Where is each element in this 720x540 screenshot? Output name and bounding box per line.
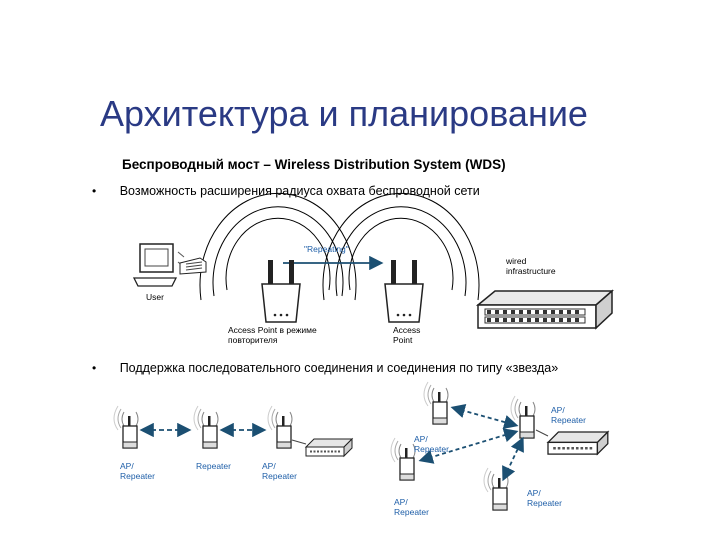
user-label: User bbox=[146, 292, 164, 302]
access-point-icon bbox=[384, 260, 424, 323]
star-link-arrow bbox=[450, 403, 519, 430]
bullet-dot-icon: • bbox=[92, 361, 97, 375]
wired-infrastructure-label: wired infrastructure bbox=[506, 256, 556, 276]
computer-icon bbox=[132, 243, 207, 287]
bullet-item-2: • Поддержка последовательного соединения… bbox=[92, 361, 558, 375]
chain-label-3: AP/ Repeater bbox=[262, 461, 297, 481]
chain-diagram bbox=[113, 405, 353, 457]
star-label-2: AP/ Repeater bbox=[414, 434, 449, 454]
star-label-1: AP/ Repeater bbox=[551, 405, 586, 425]
star-diagram bbox=[390, 381, 610, 511]
chain-label-1: AP/ Repeater bbox=[120, 461, 155, 481]
ap-repeater-label: Access Point в режиме повторителя bbox=[228, 325, 317, 345]
star-label-3: AP/ Repeater bbox=[394, 497, 429, 517]
page-subtitle: Беспроводный мост – Wireless Distributio… bbox=[122, 157, 506, 172]
chain-label-2: Repeater bbox=[196, 461, 231, 471]
star-link-arrow bbox=[418, 428, 519, 464]
repeating-label: "Repeating" bbox=[304, 244, 349, 254]
page-title: Архитектура и планирование bbox=[100, 93, 588, 134]
radio-waves-icon bbox=[199, 192, 480, 301]
access-point-repeater-icon bbox=[261, 260, 301, 323]
ap-label: Access Point bbox=[393, 325, 421, 345]
star-label-4: AP/ Repeater bbox=[527, 488, 562, 508]
bullet-dot-icon: • bbox=[92, 184, 97, 198]
bullet-text-2: Поддержка последовательного соединения и… bbox=[119, 361, 559, 375]
switch-icon bbox=[475, 289, 614, 330]
star-link-arrow bbox=[502, 436, 524, 482]
